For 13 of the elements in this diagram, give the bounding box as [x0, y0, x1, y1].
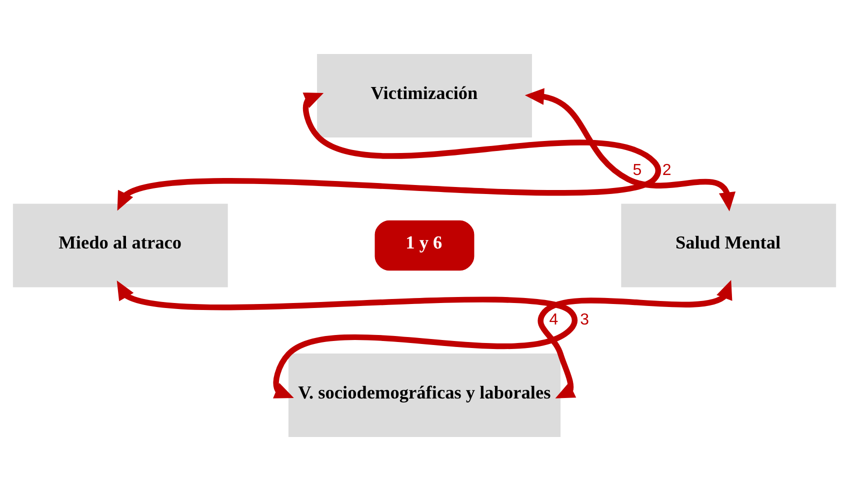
edge-label: 4 [549, 311, 558, 328]
arrow [116, 280, 577, 398]
arrow [524, 88, 736, 211]
node-box: Miedo al atraco [12, 203, 228, 287]
node-box: Victimización [317, 54, 532, 137]
edge-label: 2 [662, 161, 672, 178]
node-box: 1 y 6 [374, 220, 474, 270]
edge-label: 3 [580, 311, 590, 328]
arrow [538, 280, 732, 398]
node-box: Salud Mental [621, 203, 836, 287]
node-box: V. sociodemográficas y laborales [288, 353, 561, 436]
edge-label: 5 [632, 161, 642, 178]
arrow [117, 92, 661, 210]
